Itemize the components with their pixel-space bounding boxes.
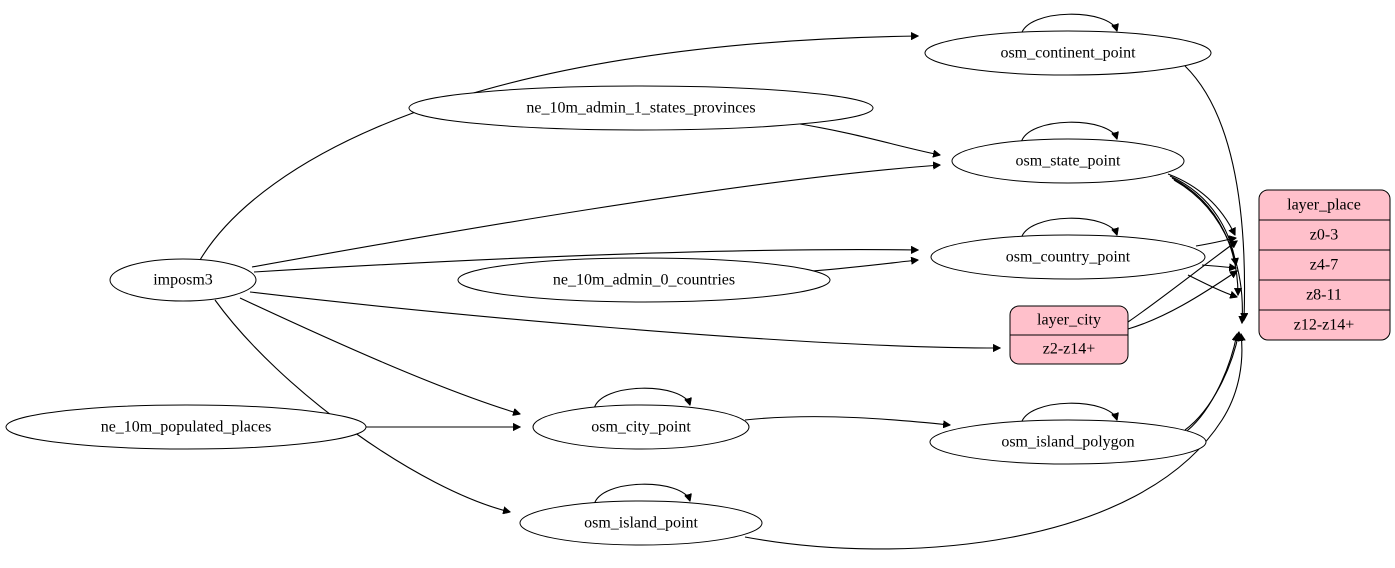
node-label-osm-state-point: osm_state_point [1016,153,1121,170]
edge-imposm3-to-osm-state-point [251,165,940,268]
edge-osm-city-point-to-osm-island-polygon [744,416,950,425]
record-title-layer-place: layer_place [1287,197,1361,214]
edge-imposm3-to-osm-continent-point [199,36,918,261]
record-row-layer-place-z0-3: z0-3 [1310,227,1338,244]
edge-osm-country-point-to-layer-place-z0-3 [1195,238,1236,247]
edge-osm-country-point-to-layer-place-z8-11 [1187,274,1237,297]
record-row-layer-place-z4-7: z4-7 [1310,257,1338,274]
edge-self-loop-osm-continent-point [1020,13,1117,36]
record-row-layer-place-z8-11: z8-11 [1306,287,1342,304]
edge-ne-admin0-to-osm-country-point [811,260,918,272]
node-imposm3[interactable]: imposm3 [109,258,257,302]
node-osm-island-point[interactable]: osm_island_point [519,500,763,546]
edge-osm-island-point-to-layer-place-z12-z14 [744,334,1242,550]
node-label-ne-10m-admin-1-states-provinces: ne_10m_admin_1_states_provinces [526,100,755,117]
node-osm-city-point[interactable]: osm_city_point [532,404,750,450]
edge-self-loop-osm-country-point [1020,217,1117,240]
edge-self-loop-osm-island-polygon [1020,402,1117,425]
edge-imposm3-to-osm-city-point [239,297,520,414]
edge-imposm3-to-layer-city [249,291,1000,348]
edge-layer-city-to-layer-place-z0-3 [1127,241,1237,323]
node-label-osm-island-point: osm_island_point [584,515,698,532]
node-ne-10m-populated-places[interactable]: ne_10m_populated_places [5,404,367,450]
record-row-layer-city-z2-z14: z2-z14+ [1043,341,1096,358]
record-node-layer-place[interactable]: layer_place z0-3 z4-7 z8-11 z12-z14+ [1258,189,1391,341]
edge-self-loop-osm-city-point [593,387,690,410]
edge-self-loop-osm-island-point [593,483,690,506]
record-node-layer-city[interactable]: layer_city z2-z14+ [1009,305,1129,365]
node-osm-state-point[interactable]: osm_state_point [951,138,1185,184]
edge-osm-island-polygon-to-layer-place-z12-z14 [1182,334,1237,435]
node-layer: imposm3 ne_10m_admin_1_states_provinces … [5,30,1212,546]
edge-ne-admin1-to-osm-state-point [799,123,940,155]
edge-osm-continent-point-to-layer-place-z12 [1184,65,1245,320]
record-row-layer-place-z12-z14: z12-z14+ [1294,317,1355,334]
node-label-osm-city-point: osm_city_point [591,419,691,436]
node-ne-10m-admin-0-countries[interactable]: ne_10m_admin_0_countries [457,257,831,303]
node-label-osm-country-point: osm_country_point [1006,249,1131,266]
edge-osm-island-polygon-to-layer-place-z8-11 [1184,332,1239,431]
node-osm-country-point[interactable]: osm_country_point [930,234,1206,280]
node-label-osm-continent-point: osm_continent_point [1000,45,1136,62]
edge-layer-city-to-layer-place-z4-7 [1127,271,1237,330]
node-label-ne-10m-admin-0-countries: ne_10m_admin_0_countries [553,272,735,289]
node-osm-island-polygon[interactable]: osm_island_polygon [929,419,1207,465]
node-label-ne-10m-populated-places: ne_10m_populated_places [101,419,272,436]
node-ne-10m-admin-1-states-provinces[interactable]: ne_10m_admin_1_states_provinces [408,85,874,131]
edge-osm-state-point-to-layer-place-z0-3 [1167,173,1235,235]
record-title-layer-city: layer_city [1037,312,1101,329]
node-osm-continent-point[interactable]: osm_continent_point [924,30,1212,76]
node-label-imposm3: imposm3 [153,272,213,289]
node-label-osm-island-polygon: osm_island_polygon [1001,434,1134,451]
edge-self-loop-osm-state-point [1020,121,1117,144]
record-layer: layer_city z2-z14+ layer_place z0-3 z4-7… [1009,189,1391,365]
edge-osm-country-point-to-layer-place-z4-7 [1201,265,1236,268]
edge-imposm3-to-osm-country-point [253,250,918,273]
edge-imposm3-to-osm-island-point [214,299,510,512]
